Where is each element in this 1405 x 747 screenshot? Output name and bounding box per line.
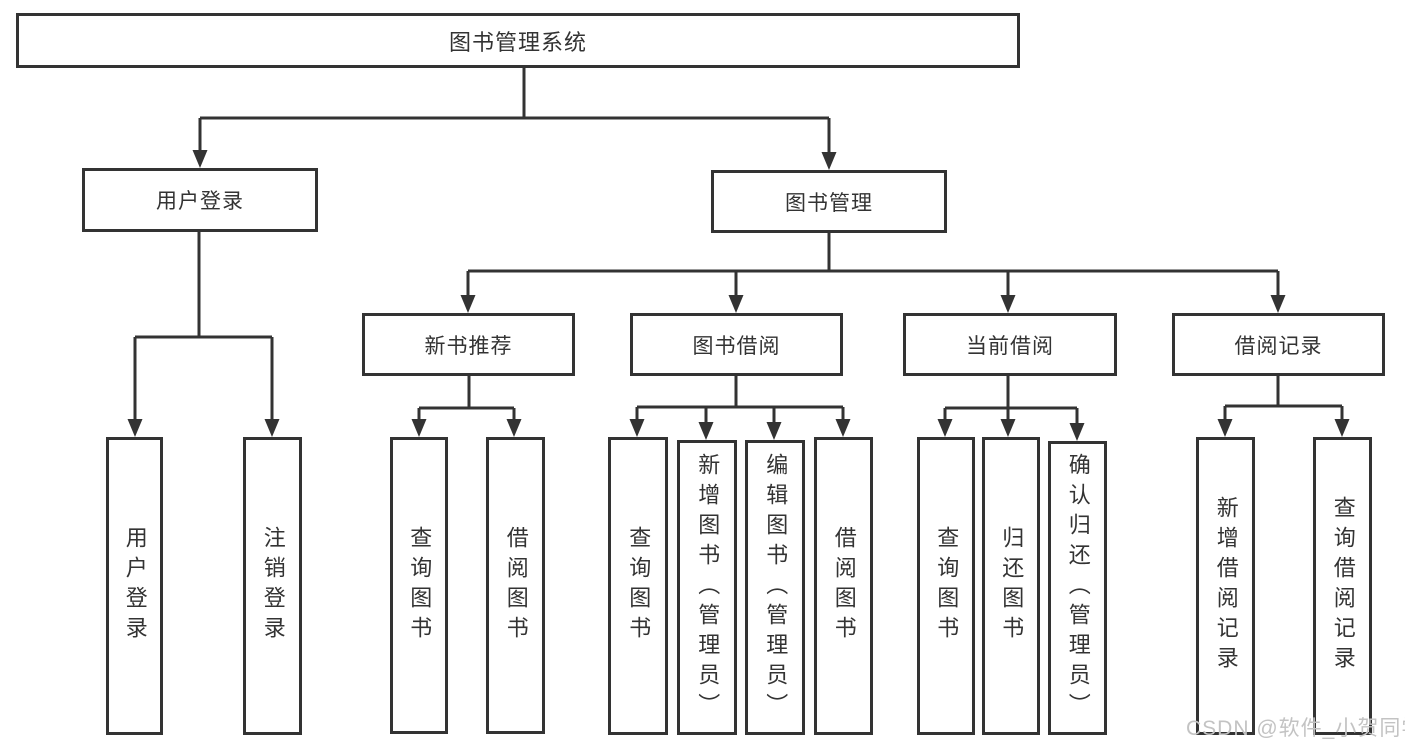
node-label: 新书推荐 (424, 334, 513, 358)
node-current-borrow: 当前借阅 (903, 313, 1117, 376)
leaf-add-book-admin: 新增图书（管理员） (677, 440, 737, 735)
leaf-query-book-1: 查询图书 (390, 437, 448, 734)
node-book-borrow: 图书借阅 (630, 313, 843, 376)
leaf-label: 新增图书（管理员） (695, 452, 721, 723)
node-label: 当前借阅 (966, 334, 1054, 358)
leaf-label: 借阅图书 (503, 525, 529, 646)
node-label: 图书管理 (785, 191, 873, 215)
leaf-user-login: 用户登录 (106, 437, 163, 735)
leaf-query-borrow-record: 查询借阅记录 (1313, 437, 1372, 735)
leaf-label: 编辑图书（管理员） (763, 452, 789, 723)
leaf-edit-book-admin: 编辑图书（管理员） (745, 440, 805, 735)
leaf-label: 确认归还（管理员） (1065, 453, 1091, 723)
node-book-management: 图书管理 (711, 170, 947, 233)
node-borrow-records: 借阅记录 (1172, 313, 1385, 376)
leaf-logout: 注销登录 (243, 437, 302, 735)
leaf-label: 查询图书 (934, 526, 960, 646)
node-label: 用户登录 (156, 190, 244, 213)
leaf-label: 查询借阅记录 (1330, 496, 1356, 676)
leaf-borrow-book-2: 借阅图书 (814, 437, 873, 735)
node-label: 图书管理系统 (448, 29, 587, 55)
leaf-return-book: 归还图书 (982, 437, 1040, 735)
leaf-label: 查询图书 (407, 525, 433, 646)
leaf-query-book-3: 查询图书 (917, 437, 975, 735)
leaf-label: 借阅图书 (831, 526, 857, 646)
connector-arrowheads (127, 150, 1350, 441)
csdn-watermark: CSDN @软件_小贺同学 (1186, 717, 1405, 740)
leaf-query-book-2: 查询图书 (608, 437, 668, 735)
leaf-confirm-return-admin: 确认归还（管理员） (1048, 441, 1107, 735)
node-new-book-recommend: 新书推荐 (362, 313, 575, 376)
leaf-label: 用户登录 (122, 526, 148, 646)
leaf-label: 新增借阅记录 (1213, 496, 1239, 676)
node-label: 借阅记录 (1234, 334, 1323, 358)
node-label: 图书借阅 (692, 334, 781, 358)
node-user-login: 用户登录 (82, 168, 318, 232)
leaf-borrow-book-1: 借阅图书 (486, 437, 545, 734)
leaf-label: 注销登录 (260, 526, 286, 646)
leaf-label: 查询图书 (626, 526, 652, 646)
node-library-management-system: 图书管理系统 (16, 13, 1020, 68)
leaf-label: 归还图书 (999, 526, 1025, 646)
leaf-add-borrow-record: 新增借阅记录 (1196, 437, 1255, 735)
